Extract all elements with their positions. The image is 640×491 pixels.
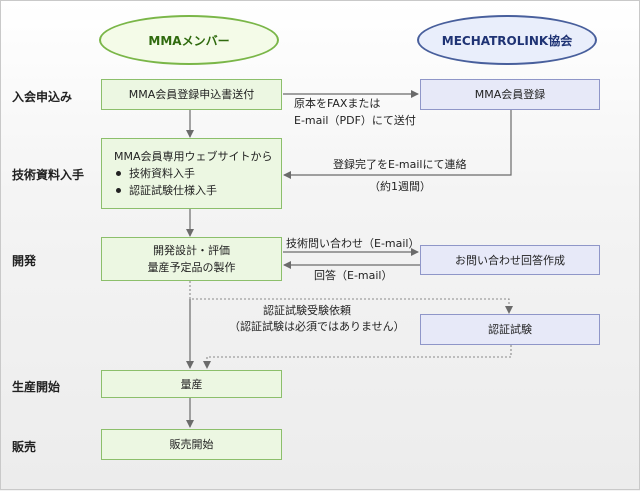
done-note-line1: 登録完了をE-mailにて連絡: [333, 158, 467, 171]
cert-request-note: 認証試験受験依頼: [263, 304, 351, 317]
assoc-registration-box: MMA会員登録: [420, 79, 600, 110]
bullet-icon: [116, 188, 121, 193]
dev-box: 開発設計・評価 量産予定品の製作: [101, 237, 282, 281]
mass-production-box: 量産: [101, 370, 282, 398]
member-actor: MMAメンバー: [99, 15, 279, 65]
association-actor-label: MECHATROLINK協会: [441, 33, 573, 48]
docs-item: 技術資料入手: [114, 165, 195, 182]
arrow-registration-complete: [283, 110, 512, 179]
docs-item-label: 技術資料入手: [129, 167, 195, 180]
dev-line2: 量産予定品の製作: [147, 261, 236, 274]
member-actor-label: MMAメンバー: [148, 33, 230, 48]
inquiry-reply-box: お問い合わせ回答作成: [420, 245, 600, 275]
docs-box: MMA会員専用ウェブサイトから 技術資料入手 認証試験仕様入手: [101, 138, 282, 209]
member-application-box: MMA会員登録申込書送付: [101, 79, 282, 110]
member-application-label: MMA会員登録申込書送付: [128, 88, 255, 101]
association-actor: MECHATROLINK協会: [417, 15, 597, 65]
sales-start-label: 販売開始: [169, 438, 214, 451]
inquiry-note: 技術問い合わせ（E-mail）: [286, 237, 420, 250]
stage-docs: 技術資料入手: [12, 168, 85, 182]
stage-join: 入会申込み: [12, 90, 73, 104]
cert-optional-note: （認証試験は必須ではありません）: [229, 320, 405, 333]
docs-title: MMA会員専用ウェブサイトから: [114, 150, 273, 163]
docs-item: 認証試験仕様入手: [114, 182, 217, 199]
done-note-line2: （約1週間）: [369, 180, 431, 193]
fax-note-line1: 原本をFAXまたは: [294, 97, 381, 110]
mass-production-label: 量産: [180, 377, 203, 391]
dev-line1: 開発設計・評価: [153, 244, 230, 257]
inquiry-reply-label: お問い合わせ回答作成: [455, 253, 565, 267]
reply-note: 回答（E-mail）: [314, 269, 393, 282]
cert-test-label: 認証試験: [488, 323, 532, 336]
stage-production: 生産開始: [12, 380, 61, 394]
docs-item-label: 認証試験仕様入手: [129, 184, 217, 197]
cert-test-box: 認証試験: [420, 314, 600, 345]
assoc-registration-label: MMA会員登録: [474, 88, 546, 101]
arrow-cert-result: [203, 345, 512, 369]
fax-note-line2: E-mail（PDF）にて送付: [294, 114, 416, 127]
stage-sales: 販売: [12, 440, 37, 454]
stage-dev: 開発: [12, 254, 37, 268]
bullet-icon: [116, 171, 121, 176]
sales-start-box: 販売開始: [101, 429, 282, 460]
arrow-cert-request: [189, 281, 513, 314]
